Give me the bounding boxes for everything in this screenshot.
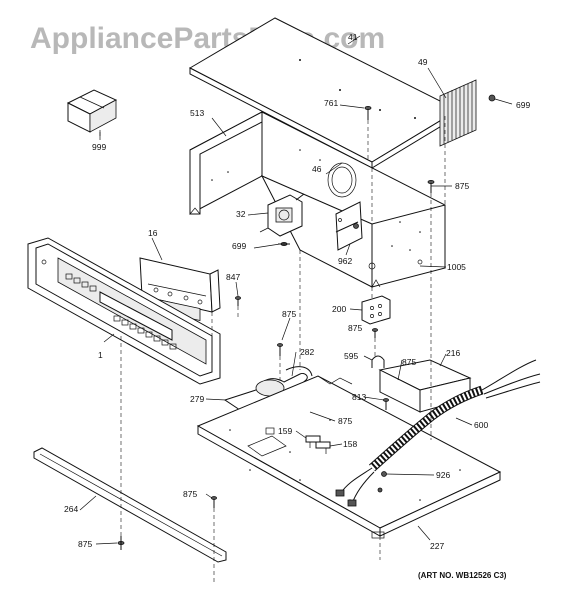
- callout-200: 200: [332, 304, 346, 314]
- callout-46: 46: [312, 164, 322, 174]
- art-number: (ART NO. WB12526 C3): [418, 571, 507, 580]
- callout-875-bottom: 875: [78, 539, 92, 549]
- callout-1005: 1005: [447, 262, 466, 272]
- trim-strip: [33, 447, 227, 563]
- wiring-cover: [378, 359, 472, 413]
- callout-labels: 41 49 699 761 999 513 875 46 32 16 699 9…: [64, 32, 530, 551]
- screw-875-box: [427, 179, 435, 193]
- callout-761: 761: [324, 98, 338, 108]
- callout-875-clip: 875: [402, 357, 416, 367]
- callout-875-strip: 875: [183, 489, 197, 499]
- callout-513: 513: [190, 108, 204, 118]
- callout-279: 279: [190, 394, 204, 404]
- terminal-block: [361, 295, 391, 325]
- vent-grille: [439, 79, 477, 147]
- callout-49: 49: [418, 57, 428, 67]
- hardware-package: [66, 89, 118, 136]
- callout-41: 41: [348, 32, 358, 42]
- callout-264: 264: [64, 504, 78, 514]
- wire-harness: [335, 467, 387, 507]
- wire-clip: [371, 355, 385, 368]
- screw-875-strip: [210, 496, 217, 508]
- alignment-lines: [120, 116, 446, 582]
- callout-962: 962: [338, 256, 352, 266]
- callout-216: 216: [446, 348, 460, 358]
- screw-847: [234, 296, 241, 306]
- base-plate: [196, 375, 502, 539]
- callout-600: 600: [474, 420, 488, 430]
- thermal-fuses: [305, 435, 331, 454]
- bracket-962: [335, 201, 363, 251]
- conduit: [368, 359, 541, 472]
- door-lock-motor: [259, 193, 305, 237]
- screw-699-top: [488, 94, 513, 105]
- front-control-panel: [27, 237, 221, 385]
- screw-875-duct: [276, 343, 283, 356]
- callout-699-mid: 699: [232, 241, 246, 251]
- leader-lines: [79, 35, 473, 545]
- callout-699-top: 699: [516, 100, 530, 110]
- callout-999: 999: [92, 142, 106, 152]
- callout-16: 16: [148, 228, 158, 238]
- callout-847: 847: [226, 272, 240, 282]
- callout-595: 595: [344, 351, 358, 361]
- callout-1: 1: [98, 350, 103, 360]
- callout-227: 227: [430, 541, 444, 551]
- callout-158: 158: [343, 439, 357, 449]
- callout-875-duct: 875: [282, 309, 296, 319]
- callout-159: 159: [278, 426, 292, 436]
- screw-875-bottom: [117, 536, 125, 550]
- callout-875-box: 875: [455, 181, 469, 191]
- callout-282: 282: [300, 347, 314, 357]
- callout-813: 813: [352, 392, 366, 402]
- screw-761: [339, 104, 372, 120]
- callout-32: 32: [236, 209, 246, 219]
- screw-813: [382, 398, 389, 410]
- screw-875-terminal: [371, 328, 378, 338]
- callout-875-base: 875: [338, 416, 352, 426]
- callout-875-terminal: 875: [348, 323, 362, 333]
- callout-926: 926: [436, 470, 450, 480]
